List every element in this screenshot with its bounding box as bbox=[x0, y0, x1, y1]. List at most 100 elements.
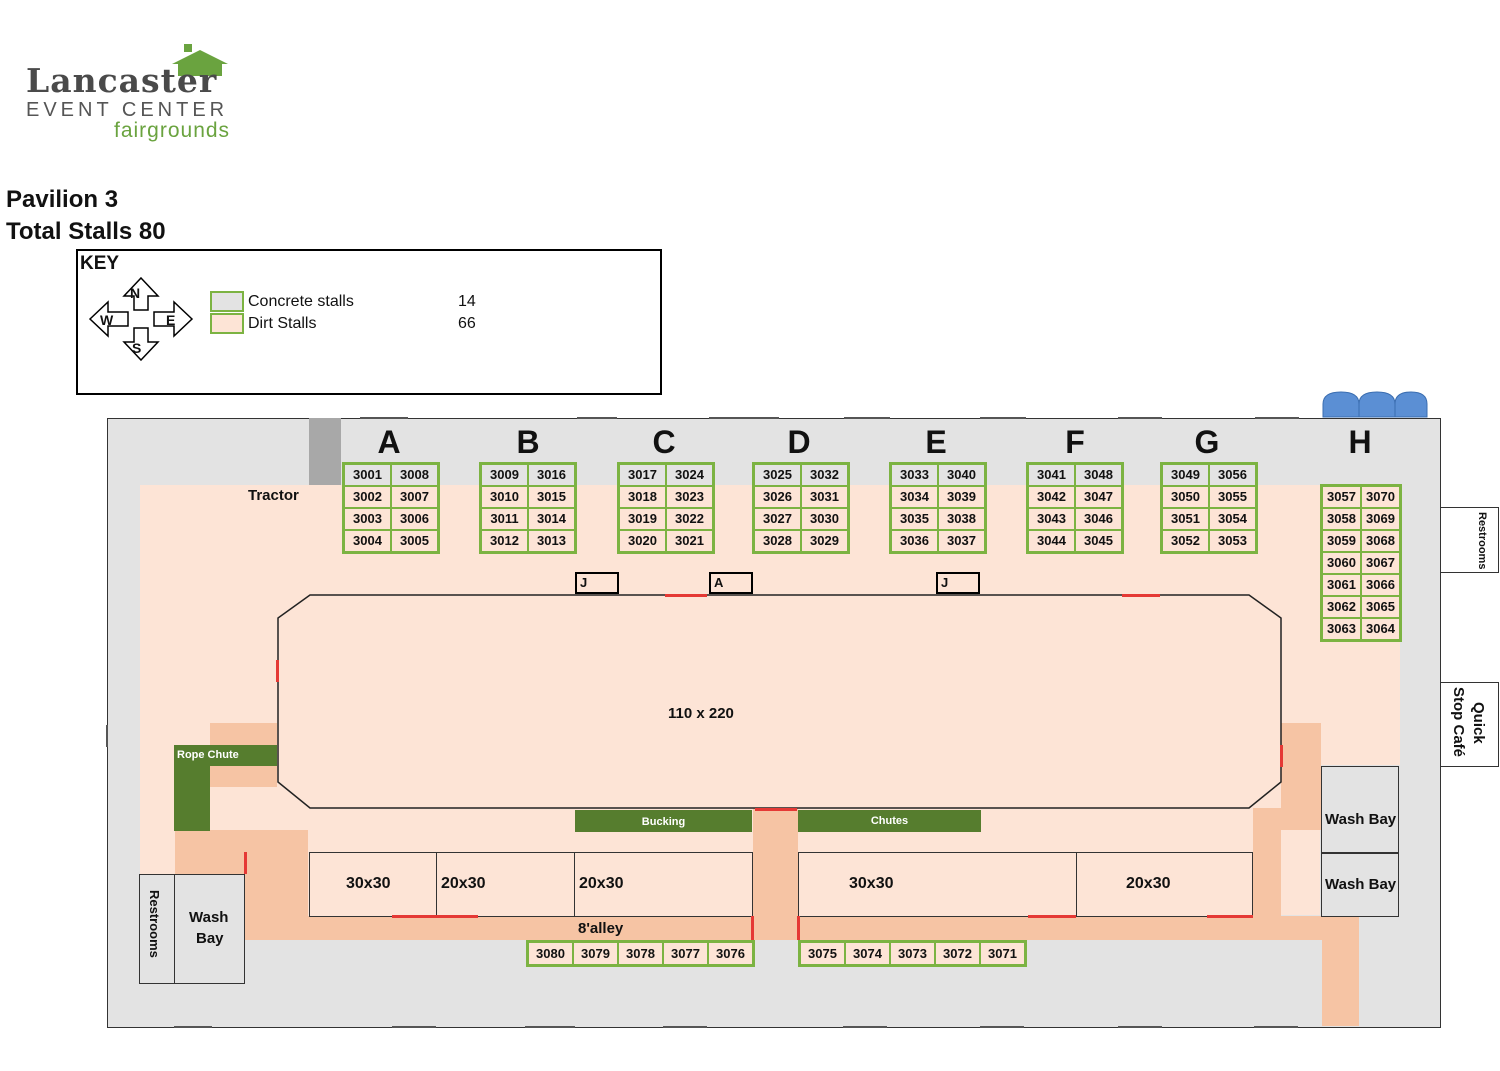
key-title: KEY bbox=[80, 253, 120, 274]
stall-3062: 3062 bbox=[1322, 596, 1361, 618]
stall-3031: 3031 bbox=[801, 486, 848, 508]
alley-e2 bbox=[1281, 723, 1321, 830]
stall-3027: 3027 bbox=[754, 508, 801, 530]
compass-n: N bbox=[130, 285, 141, 301]
stall-3010: 3010 bbox=[481, 486, 528, 508]
door bbox=[577, 417, 617, 419]
page-subtitle: Total Stalls 80 bbox=[6, 218, 166, 245]
stall-3077: 3077 bbox=[663, 942, 708, 965]
stall-3055: 3055 bbox=[1209, 486, 1256, 508]
gate bbox=[665, 594, 707, 597]
stall-3069: 3069 bbox=[1361, 508, 1400, 530]
key-label-concrete: Concrete stalls bbox=[248, 293, 354, 310]
alley-e1 bbox=[1253, 808, 1281, 918]
stall-3008: 3008 bbox=[391, 464, 438, 486]
judge-stand-j-west: J bbox=[575, 572, 619, 594]
stall-3046: 3046 bbox=[1075, 508, 1122, 530]
rope-chute: Rope Chute bbox=[174, 745, 277, 766]
stall-3043: 3043 bbox=[1028, 508, 1075, 530]
stall-3019: 3019 bbox=[619, 508, 666, 530]
compass-s: S bbox=[132, 340, 142, 356]
stall-3040: 3040 bbox=[938, 464, 985, 486]
alley-label: 8'alley bbox=[578, 920, 624, 937]
cafe-label-quick: Quick bbox=[1470, 702, 1487, 744]
stall-3078: 3078 bbox=[618, 942, 663, 965]
stall-3071: 3071 bbox=[980, 942, 1025, 965]
row-label-f: F bbox=[1065, 424, 1085, 460]
wash-bay-east-2-label: Wash Bay bbox=[1325, 876, 1397, 893]
door bbox=[980, 1026, 1024, 1028]
stall-3020: 3020 bbox=[619, 530, 666, 552]
stall-3065: 3065 bbox=[1361, 596, 1400, 618]
rope-chute-lane bbox=[174, 766, 210, 831]
tractor-door bbox=[309, 418, 341, 485]
gate bbox=[797, 916, 800, 940]
stall-3030: 3030 bbox=[801, 508, 848, 530]
stall-3016: 3016 bbox=[528, 464, 575, 486]
gate bbox=[1028, 915, 1076, 918]
logo-barn-icon bbox=[172, 44, 228, 76]
stall-3070: 3070 bbox=[1361, 486, 1400, 508]
wash-bay-west bbox=[174, 874, 245, 984]
row-label-a: A bbox=[377, 424, 401, 460]
stall-3049: 3049 bbox=[1162, 464, 1209, 486]
pen-2: 20x30 bbox=[436, 852, 575, 917]
stall-3068: 3068 bbox=[1361, 530, 1400, 552]
stall-3080: 3080 bbox=[528, 942, 573, 965]
restrooms-west bbox=[139, 874, 175, 984]
logo-text-main: Lancaster bbox=[26, 61, 218, 100]
gate bbox=[1280, 745, 1283, 767]
wash-bay-west-label-1: Wash bbox=[189, 909, 229, 926]
door bbox=[663, 1026, 707, 1028]
stall-3011: 3011 bbox=[481, 508, 528, 530]
pen-2-size: 20x30 bbox=[441, 875, 486, 892]
stall-3028: 3028 bbox=[754, 530, 801, 552]
restrooms-east-label: Restrooms bbox=[1476, 512, 1488, 570]
water-tank-icon bbox=[1322, 391, 1428, 418]
logo-text-fairgrounds: fairgrounds bbox=[114, 119, 231, 142]
stall-3026: 3026 bbox=[754, 486, 801, 508]
stall-3052: 3052 bbox=[1162, 530, 1209, 552]
pen-1-size: 30x30 bbox=[346, 875, 391, 892]
stall-3039: 3039 bbox=[938, 486, 985, 508]
stall-3056: 3056 bbox=[1209, 464, 1256, 486]
pen-5-size: 20x30 bbox=[1126, 875, 1171, 892]
page-title: Pavilion 3 bbox=[6, 186, 119, 213]
restrooms-west-label: Restrooms bbox=[147, 890, 162, 958]
gate bbox=[1207, 915, 1253, 918]
compass-w: W bbox=[100, 312, 114, 328]
stall-3064: 3064 bbox=[1361, 618, 1400, 640]
stall-3003: 3003 bbox=[344, 508, 391, 530]
pen-1: 30x30 bbox=[309, 852, 437, 917]
stall-3032: 3032 bbox=[801, 464, 848, 486]
compass-icon bbox=[88, 276, 194, 362]
gate bbox=[276, 660, 279, 682]
stall-3066: 3066 bbox=[1361, 574, 1400, 596]
tractor-label: Tractor bbox=[248, 487, 299, 504]
stall-3057: 3057 bbox=[1322, 486, 1361, 508]
pen-5: 20x30 bbox=[1076, 852, 1253, 917]
stall-3079: 3079 bbox=[573, 942, 618, 965]
stall-3044: 3044 bbox=[1028, 530, 1075, 552]
row-label-g: G bbox=[1194, 424, 1220, 460]
door bbox=[106, 725, 108, 747]
row-label-c: C bbox=[652, 424, 676, 460]
stall-3075: 3075 bbox=[800, 942, 845, 965]
stall-3033: 3033 bbox=[891, 464, 938, 486]
door bbox=[1254, 1026, 1298, 1028]
stall-3036: 3036 bbox=[891, 530, 938, 552]
door bbox=[1255, 417, 1299, 419]
key-count-concrete: 14 bbox=[458, 293, 476, 310]
stall-3045: 3045 bbox=[1075, 530, 1122, 552]
stall-3051: 3051 bbox=[1162, 508, 1209, 530]
door bbox=[709, 417, 779, 419]
row-label-e: E bbox=[925, 424, 947, 460]
stall-3074: 3074 bbox=[845, 942, 890, 965]
stall-3015: 3015 bbox=[528, 486, 575, 508]
quick-stop-cafe bbox=[1440, 682, 1499, 767]
